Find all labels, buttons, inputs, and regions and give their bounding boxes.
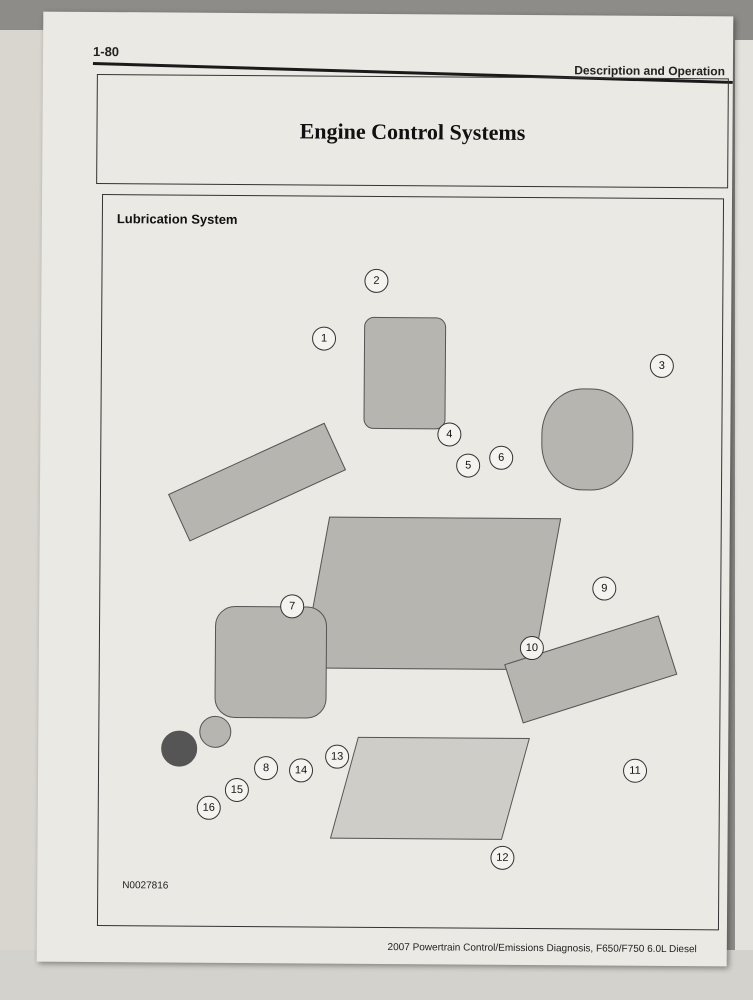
callout-12: 12 xyxy=(490,845,515,870)
callout-1: 1 xyxy=(311,326,337,351)
callout-15: 15 xyxy=(224,777,249,803)
page-title: Engine Control Systems xyxy=(299,118,526,145)
oil-cooler xyxy=(168,422,347,542)
callout-16: 16 xyxy=(196,795,221,820)
front-cover xyxy=(214,605,328,719)
page-footer: 2007 Powertrain Control/Emissions Diagno… xyxy=(387,942,697,956)
callout-14: 14 xyxy=(288,758,314,783)
callout-6: 6 xyxy=(489,445,514,470)
callout-11: 11 xyxy=(622,758,648,783)
page-number: 1-80 xyxy=(92,43,120,60)
callout-4: 4 xyxy=(437,422,462,447)
turbocharger xyxy=(540,388,634,491)
manual-page: 1-80 Description and Operation Engine Co… xyxy=(36,11,734,967)
title-box: Engine Control Systems xyxy=(96,73,729,189)
oil-pan xyxy=(329,736,530,840)
figure-title: Lubrication System xyxy=(116,211,238,227)
callout-5: 5 xyxy=(456,453,481,478)
callout-10: 10 xyxy=(519,635,544,661)
figure-box: Lubrication System 1 2 3 4 5 6 7 8 9 10 … xyxy=(96,194,725,931)
gear xyxy=(161,730,198,767)
facing-page-edge xyxy=(735,40,753,1000)
callout-3: 3 xyxy=(649,353,674,379)
callout-13: 13 xyxy=(325,744,350,769)
oil-filter-housing xyxy=(363,316,447,430)
seal xyxy=(199,715,232,748)
figure-id: N0027816 xyxy=(122,880,169,892)
callout-8: 8 xyxy=(253,756,279,781)
callout-7: 7 xyxy=(280,594,305,619)
callout-2: 2 xyxy=(364,268,389,294)
callout-9: 9 xyxy=(592,576,617,601)
